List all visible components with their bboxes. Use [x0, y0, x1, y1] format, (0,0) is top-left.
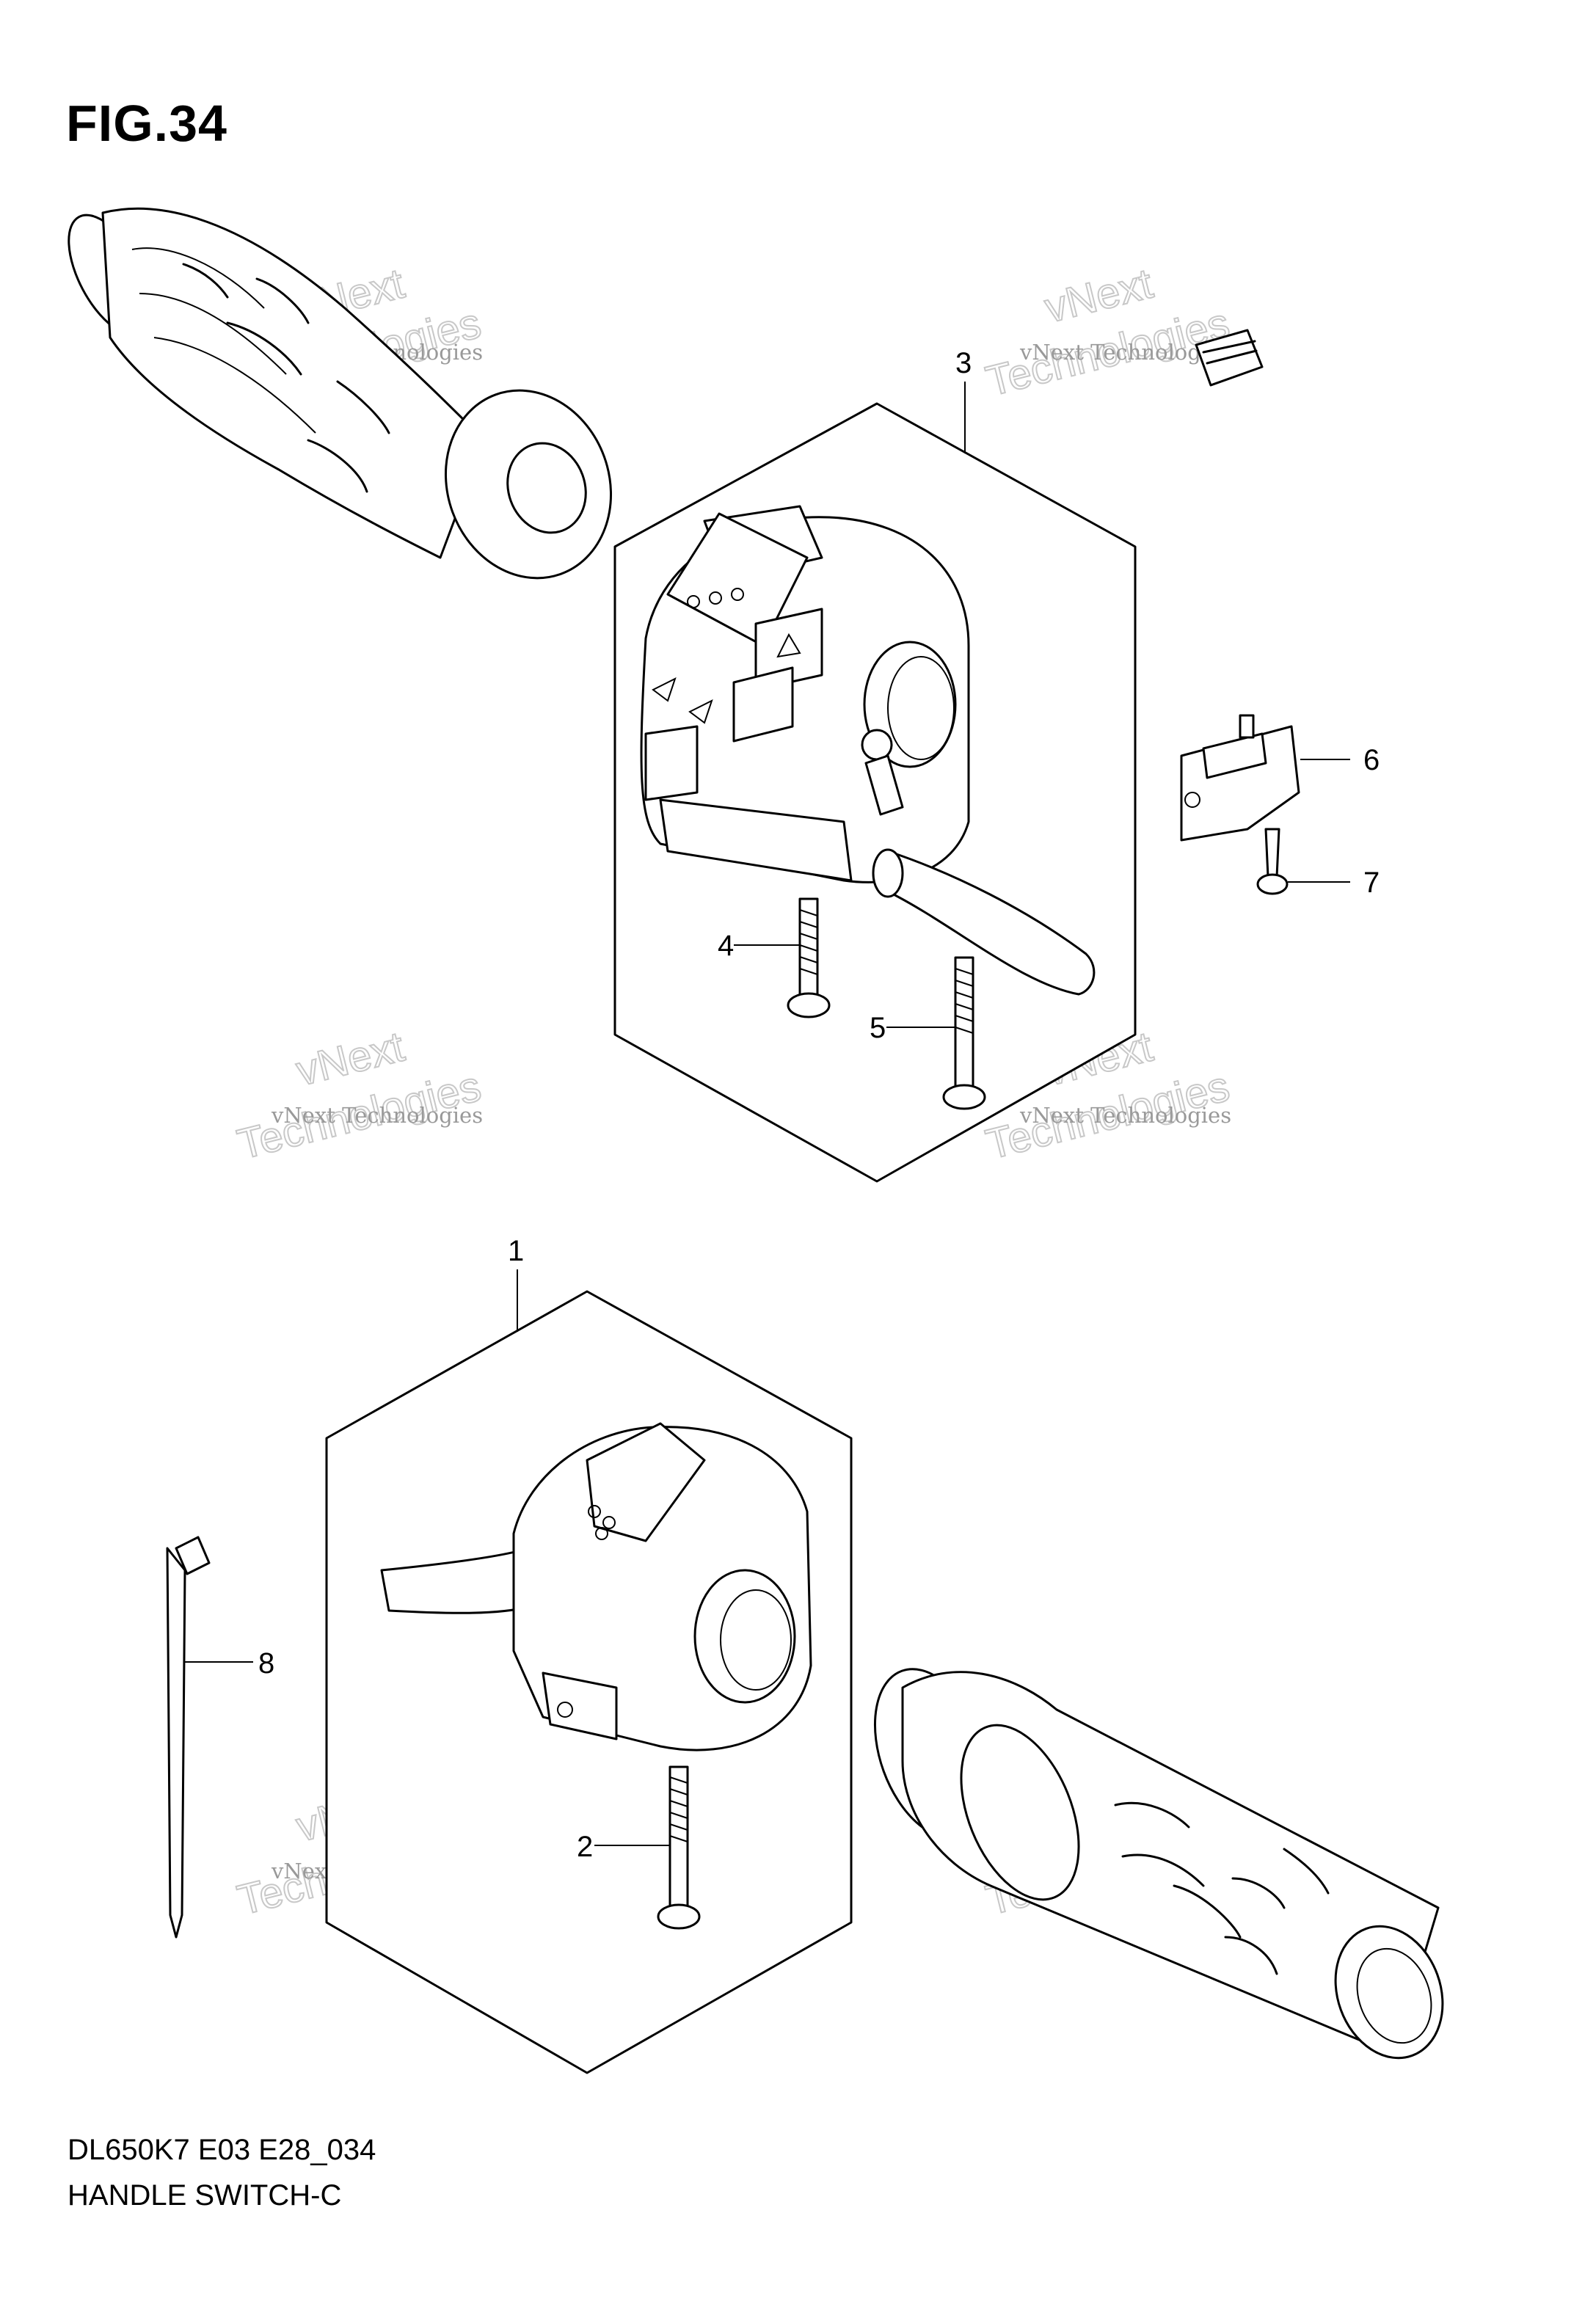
- callout-2: 2: [577, 1831, 593, 1863]
- part-7-screw: [1256, 828, 1289, 895]
- watermark: vNext Technologies vNext Technologies: [232, 1022, 486, 1170]
- screw-4: [787, 897, 831, 1018]
- callout-leaders: [185, 382, 1350, 1846]
- watermark-caption: vNext Technologies: [271, 1103, 483, 1128]
- watermark: vNext Technologies vNext Technologies: [980, 259, 1234, 407]
- section-name: HANDLE SWITCH-C: [68, 2179, 342, 2212]
- figure-title: FIG.34: [66, 95, 227, 152]
- callout-7: 7: [1363, 867, 1380, 899]
- part-6-switch: [1180, 714, 1300, 842]
- right-handlebar-grip: [873, 1668, 1444, 2060]
- callout-3: 3: [955, 347, 972, 379]
- connector-clip: [1195, 329, 1264, 387]
- callout-6: 6: [1363, 744, 1380, 776]
- left-handle-switch-assembly: [640, 505, 1096, 996]
- right-handle-switch-assembly: [380, 1422, 812, 1751]
- part-8-cable-tie: [166, 1536, 211, 1939]
- screw-5: [942, 956, 986, 1110]
- model-code: DL650K7 E03 E28_034: [68, 2134, 376, 2166]
- callout-8: 8: [258, 1647, 274, 1680]
- left-handlebar-grip: [68, 207, 613, 580]
- watermark-caption: vNext Technologies: [1019, 1103, 1231, 1128]
- callout-5: 5: [870, 1012, 886, 1044]
- callout-1: 1: [508, 1235, 524, 1267]
- callout-4: 4: [718, 930, 734, 962]
- screw-2: [657, 1765, 701, 1930]
- callouts: 3 4 5 6 7 1 2 8: [258, 347, 1380, 1863]
